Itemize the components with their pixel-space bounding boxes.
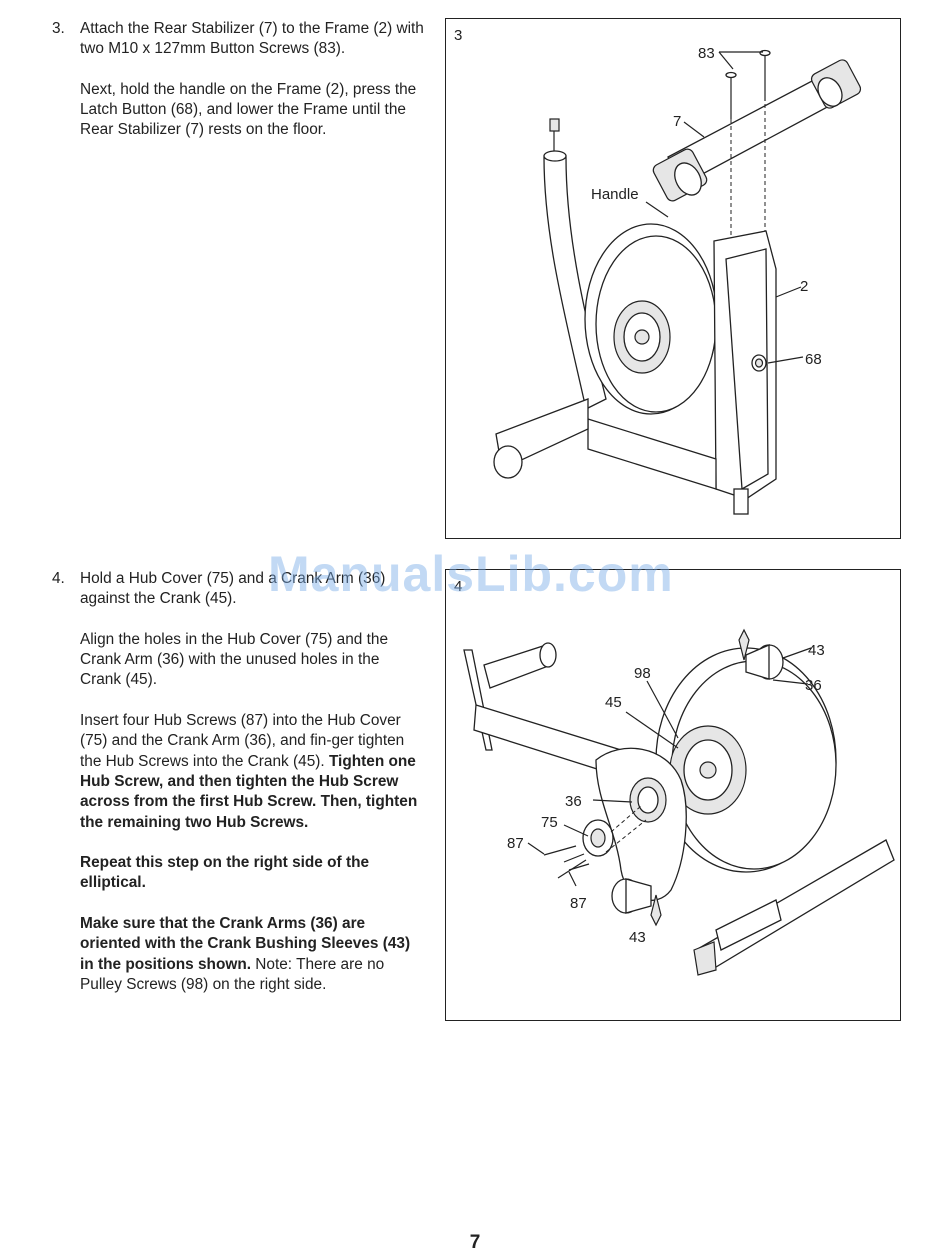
- step-4-paragraph-3: Insert four Hub Screws (87) into the Hub…: [80, 711, 424, 833]
- leader-lines-4: [527, 647, 812, 887]
- step-4-paragraph-5-plain: Note: There are no Pulley Screws (98) on…: [80, 955, 385, 993]
- figure-3-label: 3: [454, 27, 463, 44]
- step-4-figure: 4: [445, 569, 901, 1021]
- step-3-paragraph-2: Next, hold the handle on the Frame (2), …: [80, 80, 417, 139]
- hub-screws-87-drawing: [543, 845, 590, 879]
- callout-45: 45: [605, 694, 622, 711]
- step-4-illustration: 43 36 98 45 36 75 87 87 43: [463, 628, 895, 976]
- callout-87-lower: 87: [570, 895, 587, 912]
- figure-4-label: 4: [454, 578, 463, 595]
- latch-button-drawing: [751, 354, 767, 372]
- step-3-figure: 3: [445, 18, 901, 539]
- step-3-illustration: 83 7 Handle 2 68: [493, 45, 862, 515]
- hub-cover-drawing: [582, 805, 647, 857]
- watermark: ManualsLib.com: [268, 546, 674, 602]
- callout-83: 83: [698, 45, 715, 62]
- callout-7: 7: [673, 113, 681, 130]
- step-4-paragraph-5-bold: Make sure that the Crank Arms (36) are o…: [80, 915, 411, 973]
- step-4-paragraph-2: Align the holes in the Hub Cover (75) an…: [80, 630, 389, 689]
- crank-bushing-sleeve-lower-drawing: [611, 878, 662, 927]
- step-4-number: 4.: [52, 570, 65, 587]
- page-number: 7: [469, 1232, 481, 1253]
- callout-36-lower: 36: [565, 793, 582, 810]
- callout-handle: Handle: [591, 186, 639, 203]
- step-4-paragraph-3-plain: Insert four Hub Screws (87) into the Hub…: [80, 712, 405, 770]
- step-4-paragraph-3-bold: Tighten one Hub Screw, and then tighten …: [80, 752, 418, 831]
- leader-lines-3: [645, 51, 804, 364]
- callout-98: 98: [634, 665, 651, 682]
- step-4-text: 4. Hold a Hub Cover (75) and a Crank Arm…: [52, 569, 424, 995]
- rear-stabilizer-drawing: [652, 59, 862, 202]
- callout-43-upper: 43: [808, 642, 825, 659]
- flywheel-housing-drawing: [584, 223, 718, 415]
- rear-rail-drawing: [693, 839, 895, 976]
- step-3-paragraph-1: Attach the Rear Stabilizer (7) to the Fr…: [80, 20, 424, 58]
- step-4-paragraph-4: Repeat this step on the right side of th…: [80, 854, 370, 892]
- callout-87-left: 87: [507, 835, 524, 852]
- callout-36-upper: 36: [805, 677, 822, 694]
- callout-75: 75: [541, 814, 558, 831]
- callout-2: 2: [800, 278, 808, 295]
- step-3-text: 3. Attach the Rear Stabilizer (7) to the…: [52, 19, 424, 141]
- step-4-paragraph-1: Hold a Hub Cover (75) and a Crank Arm (3…: [80, 570, 386, 608]
- step-4-paragraph-5: Make sure that the Crank Arms (36) are o…: [80, 914, 424, 995]
- main-frame-drawing: [493, 230, 777, 515]
- crank-bushing-sleeve-upper-drawing: [738, 628, 784, 680]
- callout-43-lower: 43: [629, 929, 646, 946]
- callout-68: 68: [805, 351, 822, 368]
- step-3-number: 3.: [52, 20, 65, 37]
